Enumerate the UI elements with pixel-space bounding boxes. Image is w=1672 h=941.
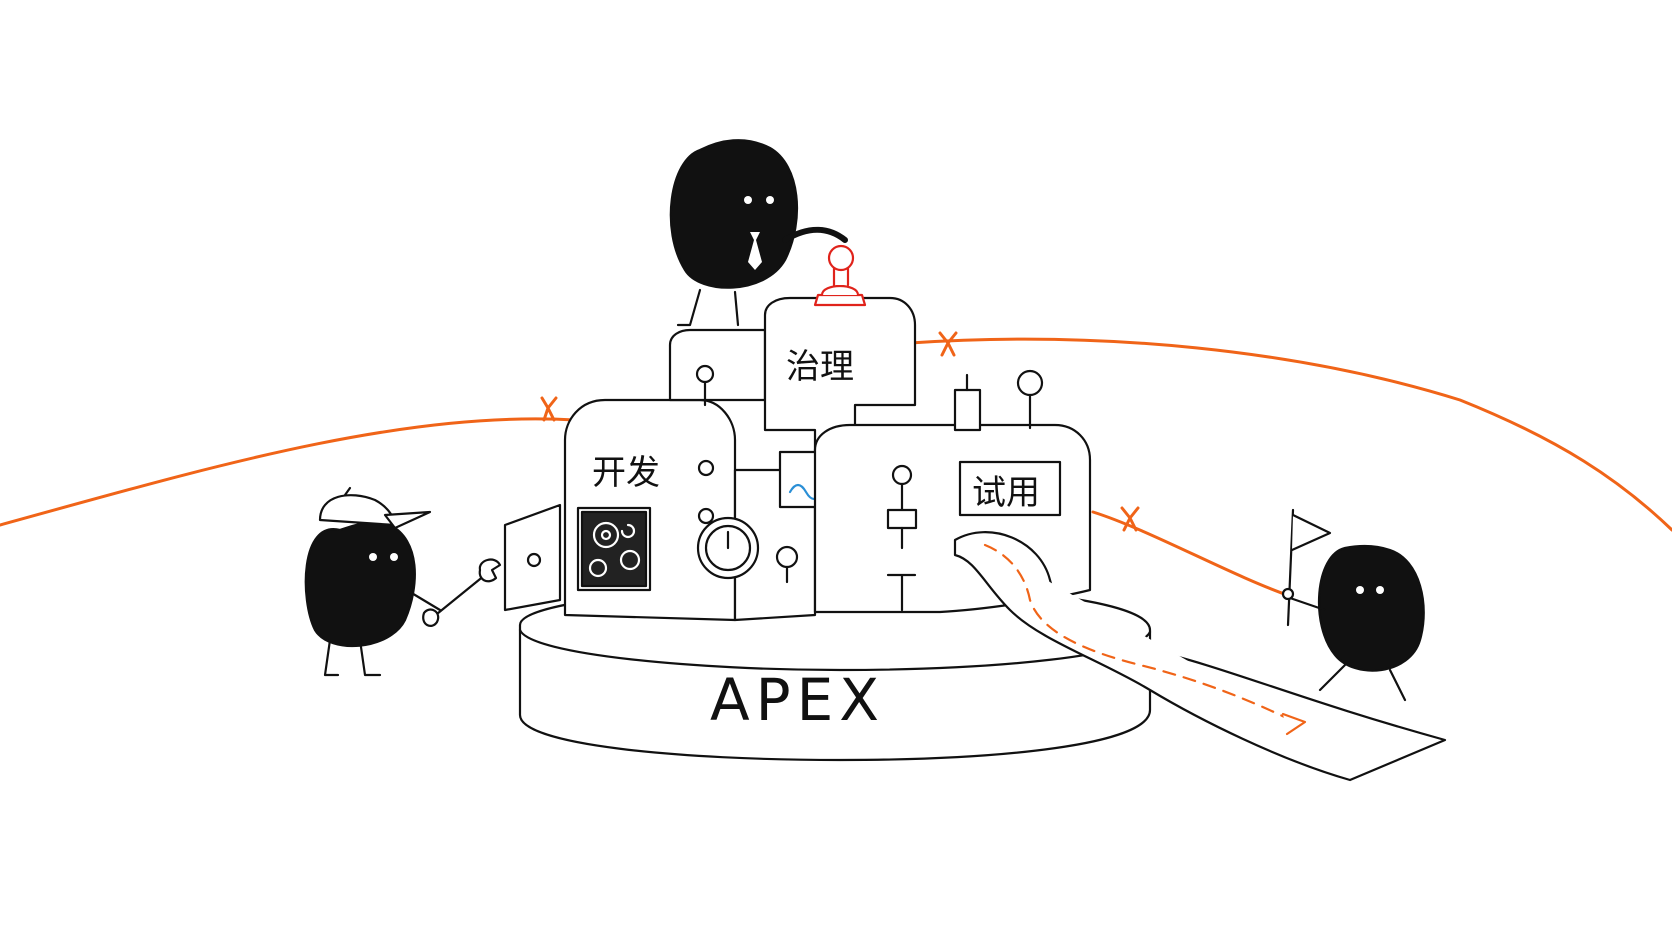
dev-door	[503, 503, 562, 612]
orange-rope	[0, 331, 1672, 598]
arrow-icon	[1281, 712, 1307, 736]
flag-bearer-character	[1281, 508, 1425, 702]
trial-label: 试用	[972, 473, 1040, 513]
wrench-icon	[422, 558, 502, 627]
developer-character	[304, 486, 502, 677]
flag-icon	[1281, 508, 1332, 627]
center-tower	[668, 328, 767, 525]
stamp-icon	[813, 244, 867, 307]
gears-icon	[580, 510, 648, 588]
platform-label: APEX	[710, 666, 885, 734]
cap-icon	[318, 486, 432, 530]
governance-module	[763, 296, 917, 472]
manager-character	[669, 139, 848, 327]
dev-label: 开发	[592, 453, 660, 493]
governance-label: 治理	[786, 347, 854, 387]
necktie-icon	[748, 232, 762, 270]
road-ribbon	[953, 531, 1447, 782]
door-knob	[526, 552, 542, 568]
